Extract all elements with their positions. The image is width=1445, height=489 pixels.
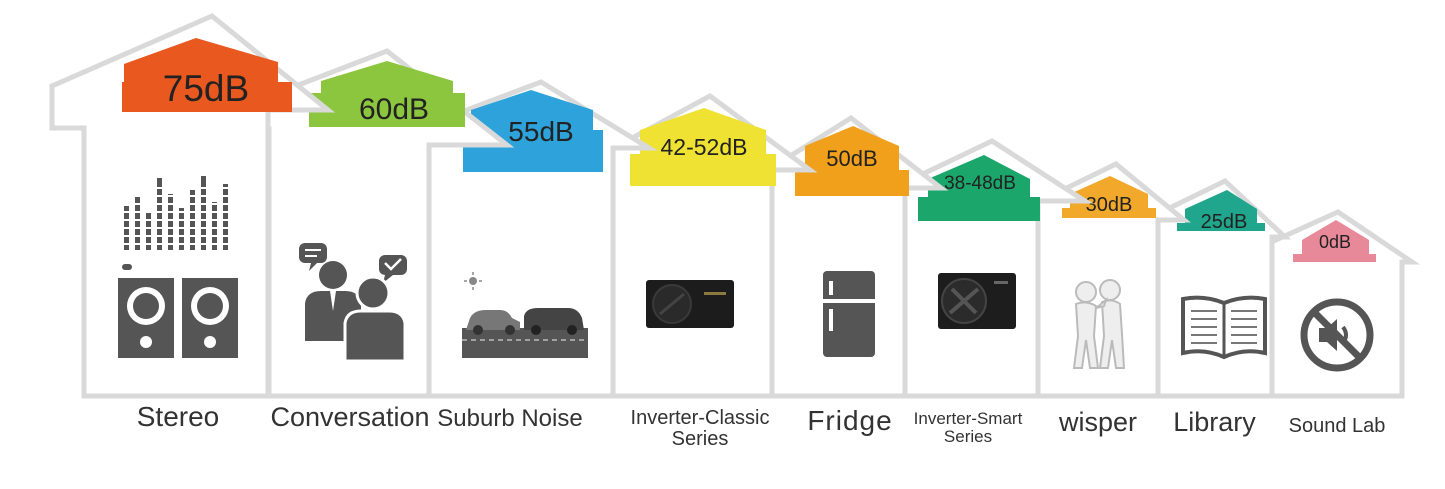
- db-value: 38-48dB: [944, 173, 1016, 194]
- label: Stereo: [136, 401, 220, 432]
- traffic-cars-icon: [462, 272, 588, 358]
- label: Suburb Noise: [437, 405, 583, 432]
- db-value: 60dB: [358, 93, 430, 126]
- db-value: 75dB: [162, 68, 250, 109]
- label: Inverter-Classic Series: [620, 408, 780, 450]
- badge-shape: [309, 61, 465, 127]
- open-book-icon: [1181, 295, 1267, 360]
- label-line-2: Series: [943, 426, 993, 446]
- db-value: 0dB: [1318, 232, 1352, 252]
- heat-pump-classic-icon: [646, 280, 734, 328]
- label: Fridge: [807, 405, 893, 436]
- badge-shape: [630, 108, 776, 186]
- label-line-2: Series: [671, 428, 729, 450]
- db-value: 25dB: [1200, 211, 1248, 233]
- badge-shape: [918, 155, 1040, 221]
- house-suburb-noise: 55dB Suburb Noise: [395, 76, 660, 431]
- stereo-speakers-icon: [118, 264, 238, 358]
- house-stereo: 75dB Stereo: [48, 12, 348, 431]
- badge-shape: [795, 126, 909, 196]
- label: Conversation: [270, 402, 430, 432]
- fridge-icon: [823, 271, 875, 357]
- label-line-1: Inverter-Smart: [913, 409, 1023, 428]
- db-value: 55dB: [508, 116, 574, 147]
- house-wisper: 30dB wisper: [1032, 158, 1202, 436]
- badge-shape: [1062, 176, 1156, 218]
- label: Inverter-Smart Series: [898, 410, 1038, 446]
- label: Library: [1173, 407, 1256, 437]
- label-line-1: Inverter-Classic: [630, 407, 770, 429]
- mute-speaker-icon: [1300, 298, 1374, 372]
- house-inverter-classic: 42-52dB Inverter-Classic Series: [580, 90, 820, 450]
- house-inverter-smart: 38-48dB Inverter-Smart Series: [880, 135, 1095, 445]
- badge-shape: [463, 90, 603, 172]
- label: Sound Lab: [1288, 415, 1386, 437]
- heat-pump-smart-icon: [938, 273, 1016, 329]
- badge-shape: [1293, 220, 1376, 262]
- label: wisper: [1058, 407, 1138, 437]
- equalizer-icon: [122, 176, 232, 250]
- house-conversation: 60dB Conversation: [235, 45, 515, 431]
- db-value: 50dB: [826, 146, 878, 171]
- whisper-figures-icon: [1072, 279, 1126, 369]
- house-sound-lab: 0dB Sound Lab: [1252, 200, 1421, 437]
- db-value: 30dB: [1085, 194, 1133, 216]
- conversation-icon: [299, 243, 407, 363]
- db-value: 42-52dB: [660, 134, 748, 160]
- badge-shape: [122, 38, 292, 112]
- badge-shape: [1177, 190, 1265, 231]
- house-fridge: 50dB Fridge: [745, 112, 949, 435]
